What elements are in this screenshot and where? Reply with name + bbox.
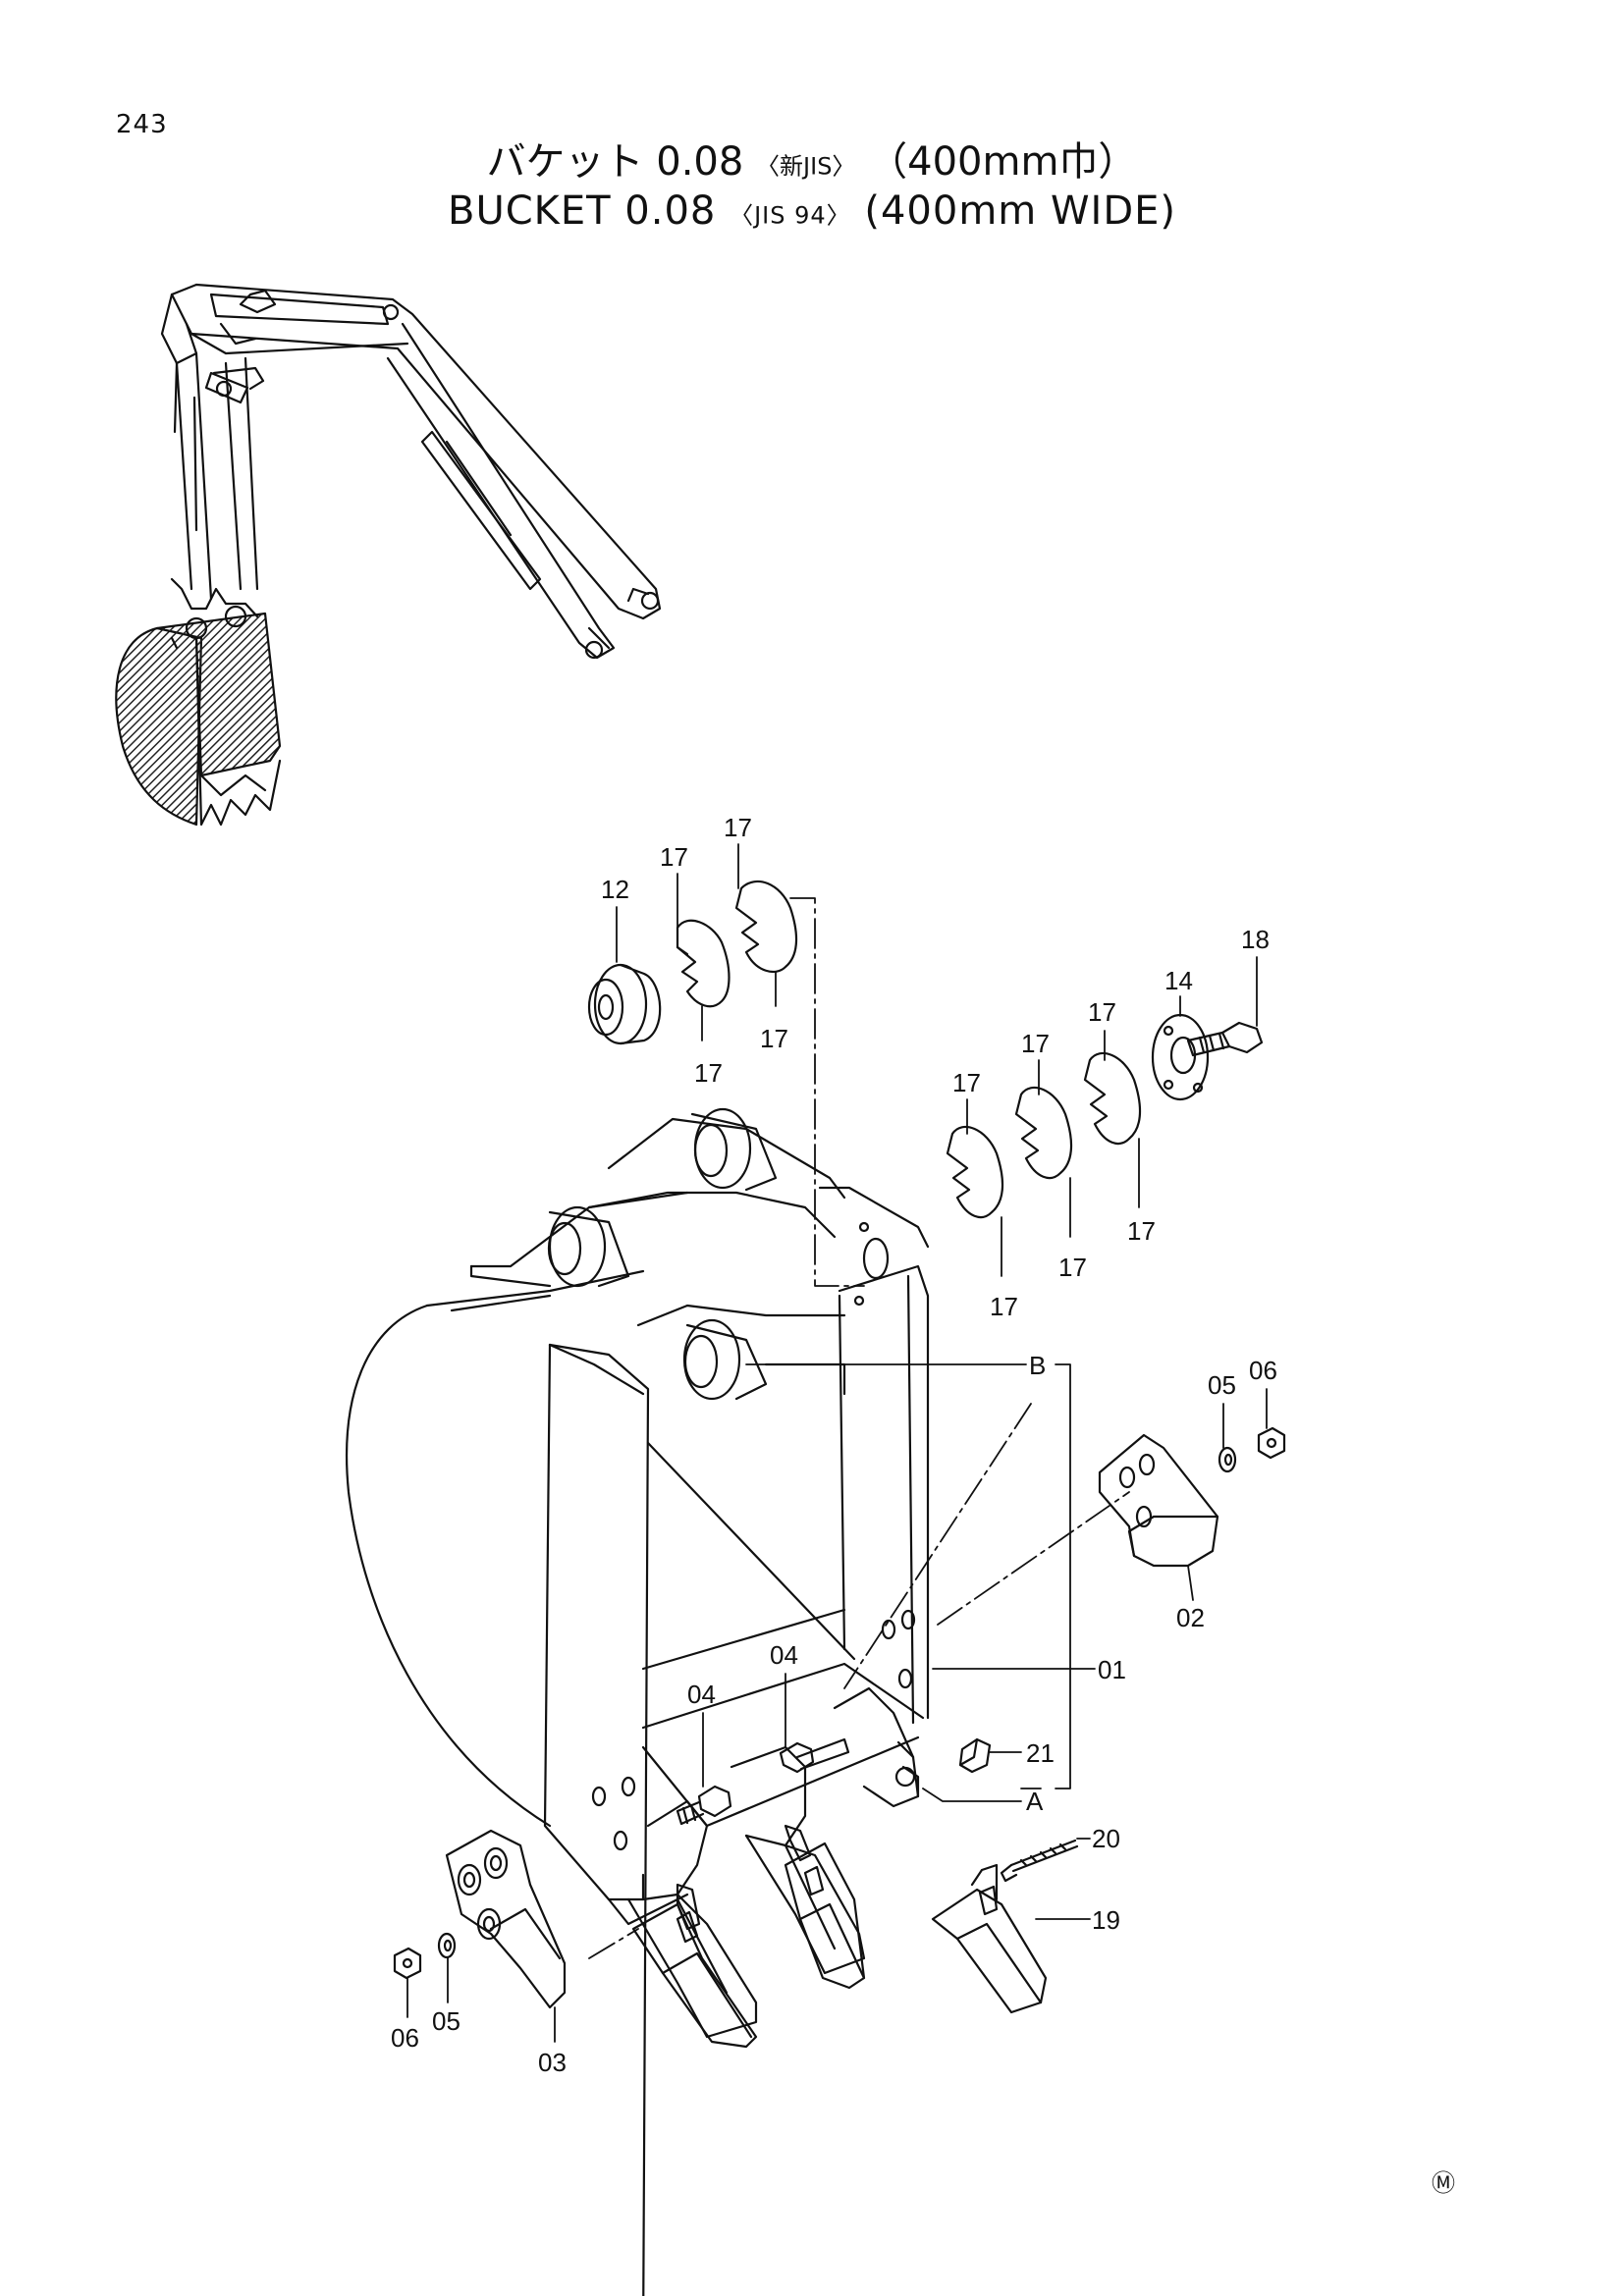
part-18-bolt <box>1186 1021 1264 1057</box>
callout-17: 17 <box>1088 997 1116 1027</box>
title-en-width: (400mm WIDE) <box>864 188 1176 234</box>
title-jp-width: （400mm巾） <box>868 139 1138 185</box>
part-06-nut-left <box>393 1947 422 1980</box>
bucket-body-01 <box>346 1107 930 2296</box>
callout-19: 19 <box>1092 1905 1120 1935</box>
part-17-shim-right-3 <box>1083 1051 1142 1146</box>
part-04-bolt-upper <box>779 1737 850 1774</box>
part-20-lock-pin <box>1000 1839 1079 1883</box>
part-03-side-cutter-left <box>445 1829 567 2009</box>
callout-18: 18 <box>1241 925 1270 954</box>
callout-14: 14 <box>1164 966 1193 995</box>
manufacturer-mark: Ⓜ <box>1432 2170 1455 2197</box>
page-title-japanese: バケット 0.08 〈新JIS〉 （400mm巾） <box>0 130 1624 187</box>
callout-17: 17 <box>724 813 752 842</box>
callout-17: 17 <box>1127 1216 1156 1246</box>
callout-06: 06 <box>391 2023 419 2053</box>
page-title-english: BUCKET 0.08 〈JIS 94〉 (400mm WIDE) <box>0 188 1624 234</box>
title-jp-main: バケット 0.08 <box>486 139 744 185</box>
callout-05: 05 <box>432 2006 460 2036</box>
tooth-point-left <box>631 1902 758 2049</box>
callout-17: 17 <box>952 1068 981 1097</box>
part-05-washer-right <box>1218 1446 1237 1473</box>
callout-17: 17 <box>1058 1253 1087 1282</box>
part-17-shim-right-2 <box>1014 1086 1073 1180</box>
tooth-point-mid <box>784 1842 866 1990</box>
part-21-pin <box>958 1737 992 1774</box>
part-04-bolt-lower <box>676 1785 732 1826</box>
part-17-shim-upper-2 <box>734 880 798 974</box>
callout-17: 17 <box>990 1292 1018 1321</box>
part-17-shim-right-1 <box>946 1125 1004 1219</box>
small-bucket-overview <box>115 577 282 827</box>
title-en-standard: 〈JIS 94〉 <box>730 201 851 230</box>
callout-05: 05 <box>1208 1370 1236 1400</box>
callout-17: 17 <box>694 1058 723 1088</box>
page-number: 243 <box>116 110 168 139</box>
callout-03: 03 <box>538 2048 567 2077</box>
part-19-tooth-point <box>931 1863 1048 2014</box>
part-05-washer-left <box>437 1932 457 1959</box>
leader-lines <box>406 843 1268 2043</box>
part-14-plate <box>1151 1013 1210 1101</box>
excavator-arm-overview <box>160 283 662 660</box>
callout-labels: 12 17 17 17 17 17 17 17 17 17 17 14 18 B… <box>391 813 1277 2077</box>
callout-21: 21 <box>1026 1738 1055 1768</box>
callout-06: 06 <box>1249 1356 1277 1385</box>
callout-02: 02 <box>1176 1603 1205 1632</box>
callout-01: 01 <box>1098 1655 1126 1684</box>
part-12-bushing <box>587 963 662 1045</box>
part-17-shim-upper-1 <box>676 919 731 1008</box>
callout-04: 04 <box>687 1680 716 1709</box>
part-06-nut-right <box>1257 1426 1286 1460</box>
callout-12: 12 <box>601 875 629 904</box>
callout-A: A <box>1026 1787 1044 1816</box>
callout-B: B <box>1029 1351 1046 1380</box>
callout-20: 20 <box>1092 1824 1120 1853</box>
title-jp-standard: 〈新JIS〉 <box>756 152 856 181</box>
title-en-main: BUCKET 0.08 <box>448 188 717 234</box>
callout-17: 17 <box>1021 1029 1050 1058</box>
callout-17: 17 <box>760 1024 788 1053</box>
callout-17: 17 <box>660 842 688 872</box>
callout-04: 04 <box>770 1640 798 1670</box>
